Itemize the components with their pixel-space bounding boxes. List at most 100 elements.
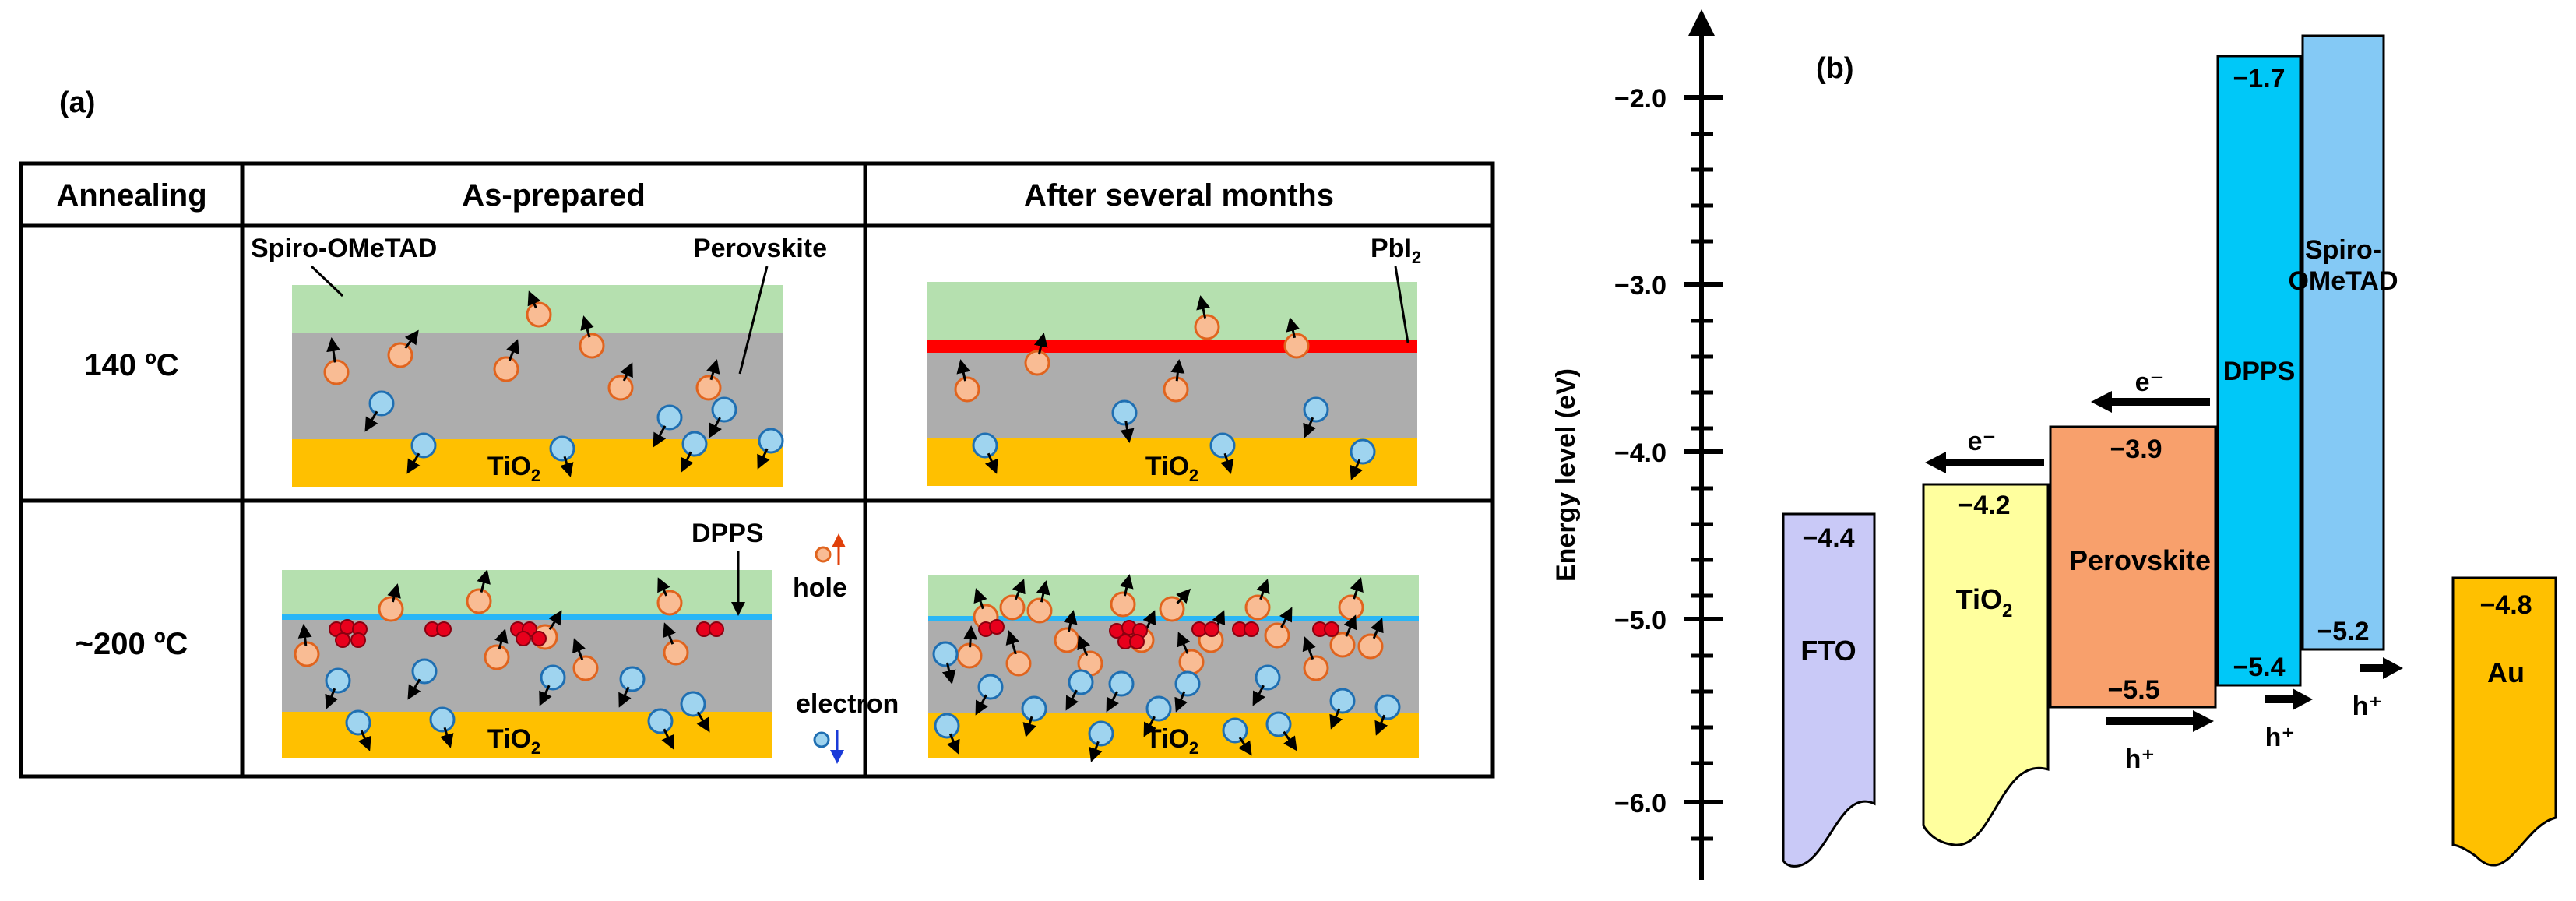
hole-legend-label: hole — [793, 573, 847, 603]
carrier-motion-arrow — [620, 362, 633, 382]
carrier-motion-arrow — [326, 337, 341, 363]
carrier-motion-arrow — [1065, 689, 1079, 711]
carrier-motion-arrow — [1220, 452, 1234, 474]
electron-arrow-label-2: e⁻ — [1968, 427, 1997, 456]
electron-carrier — [325, 667, 351, 694]
carrier-motion-arrow — [706, 359, 720, 381]
hole-carrier — [1283, 333, 1310, 359]
band-spiro: Spiro- OMeTAD −5.2 — [2288, 34, 2398, 651]
electron-carrier — [680, 691, 706, 717]
hole-carrier — [695, 375, 722, 401]
electron-carrier — [977, 674, 1004, 700]
holes — [323, 290, 722, 401]
electron-carrier — [1145, 695, 1172, 722]
carrier-motion-arrow — [494, 628, 509, 650]
carrier-motion-arrow — [1063, 610, 1078, 632]
electron-arrowhead-2 — [1925, 452, 1946, 473]
electron-carrier — [1374, 694, 1401, 720]
dpps-block — [2216, 55, 2302, 687]
electron-carrier — [1068, 669, 1094, 695]
cell-140-as-prepared: TiO2 Spiro-OMeTAD Perovskite — [251, 234, 827, 487]
tio2-label: TiO2 — [1145, 452, 1198, 485]
hole-arrowhead-2 — [2293, 688, 2313, 710]
electron-carrier — [1265, 711, 1292, 737]
electron-carrier — [934, 713, 960, 739]
carrier-motion-arrow — [1374, 714, 1388, 736]
carrier-motion-arrow — [1279, 607, 1293, 628]
agglomerates — [329, 619, 724, 648]
carrier-motion-arrow — [1283, 730, 1297, 751]
carrier-motion-arrow — [1176, 588, 1191, 604]
hole-arrowhead-1 — [2193, 710, 2214, 732]
electron-carrier — [711, 396, 737, 423]
electron-carrier — [1174, 670, 1201, 697]
carrier-motion-arrow — [539, 685, 552, 706]
carrier-motion-arrow — [404, 329, 419, 349]
carrier-motion-arrow — [297, 624, 312, 646]
hole-carrier — [1338, 594, 1364, 621]
header-after-months: After several months — [1024, 178, 1334, 213]
carrier-motion-arrow — [1196, 295, 1210, 319]
header-annealing: Annealing — [56, 178, 206, 213]
carrier-motion-arrow — [1012, 579, 1026, 600]
perovskite-bottom-level: −5.5 — [2107, 675, 2159, 705]
carrier-motion-arrow — [963, 625, 978, 648]
hole-carrier — [663, 639, 689, 666]
electron-carrier — [1255, 664, 1281, 691]
spiro-layer — [282, 570, 772, 617]
carrier-motion-arrow — [1106, 691, 1119, 713]
electron-carrier — [647, 708, 674, 734]
tick-label: −6.0 — [1614, 789, 1666, 818]
tick-label: −5.0 — [1614, 606, 1666, 635]
dpps-agglomerate — [350, 632, 366, 648]
hole-carrier — [378, 596, 404, 622]
carrier-motion-arrow — [364, 410, 378, 432]
electron-carrier — [1021, 695, 1047, 722]
carrier-motion-arrow — [681, 451, 694, 473]
carrier-motion-arrow — [941, 662, 956, 685]
tio2-band-label: TiO2 — [1956, 583, 2013, 621]
carrier-motion-arrow — [663, 622, 676, 645]
electron-arrow-label-1: e⁻ — [2135, 368, 2164, 397]
hole-carrier — [1110, 591, 1136, 618]
hole-carrier — [1357, 633, 1384, 660]
electron-carrier — [1350, 438, 1376, 465]
electron-carrier — [656, 404, 683, 431]
hole-carrier — [656, 590, 683, 616]
hole-arrowhead-3 — [2383, 657, 2403, 679]
holes — [956, 574, 1384, 681]
electron-carrier — [932, 641, 959, 667]
table-frame — [19, 161, 1495, 779]
dpps-agglomerate — [1324, 621, 1339, 637]
electron-carrier — [429, 706, 456, 733]
electron-carrier — [411, 658, 438, 685]
carrier-motion-arrow — [580, 315, 594, 338]
cell-200-as-prepared: TiO2 DPPS — [282, 519, 772, 758]
hole-carrier — [1178, 649, 1205, 675]
hole-carrier — [999, 594, 1026, 621]
row-label-140: 140 ºC — [84, 348, 178, 382]
carrier-motion-arrow — [1343, 614, 1357, 637]
hole-carrier — [1005, 650, 1032, 677]
band-fto: −4.4 FTO — [1782, 512, 1876, 868]
carrier-motion-arrow — [572, 638, 586, 660]
carrier-motion-arrow — [560, 456, 574, 477]
tick-label: −3.0 — [1614, 271, 1666, 301]
dpps-agglomerate — [1129, 634, 1145, 649]
au-block — [2451, 576, 2557, 867]
holes — [954, 295, 1310, 403]
carrier-motion-arrow — [1370, 618, 1384, 639]
tio2-block — [1922, 483, 2050, 846]
electron-carrier — [1209, 432, 1236, 459]
hole-carrier — [526, 301, 552, 328]
electron-carrier — [540, 664, 566, 691]
au-band-label: Au — [2487, 656, 2525, 688]
carrier-motion-arrow — [1302, 636, 1316, 660]
electron-carrier — [972, 432, 998, 459]
electron-carrier — [1303, 396, 1329, 423]
band-tio2: −4.2 TiO2 — [1922, 483, 2050, 846]
dpps-agglomerate — [340, 619, 355, 635]
carrier-motion-arrow — [1256, 579, 1270, 600]
fto-top-level: −4.4 — [1802, 523, 1854, 553]
